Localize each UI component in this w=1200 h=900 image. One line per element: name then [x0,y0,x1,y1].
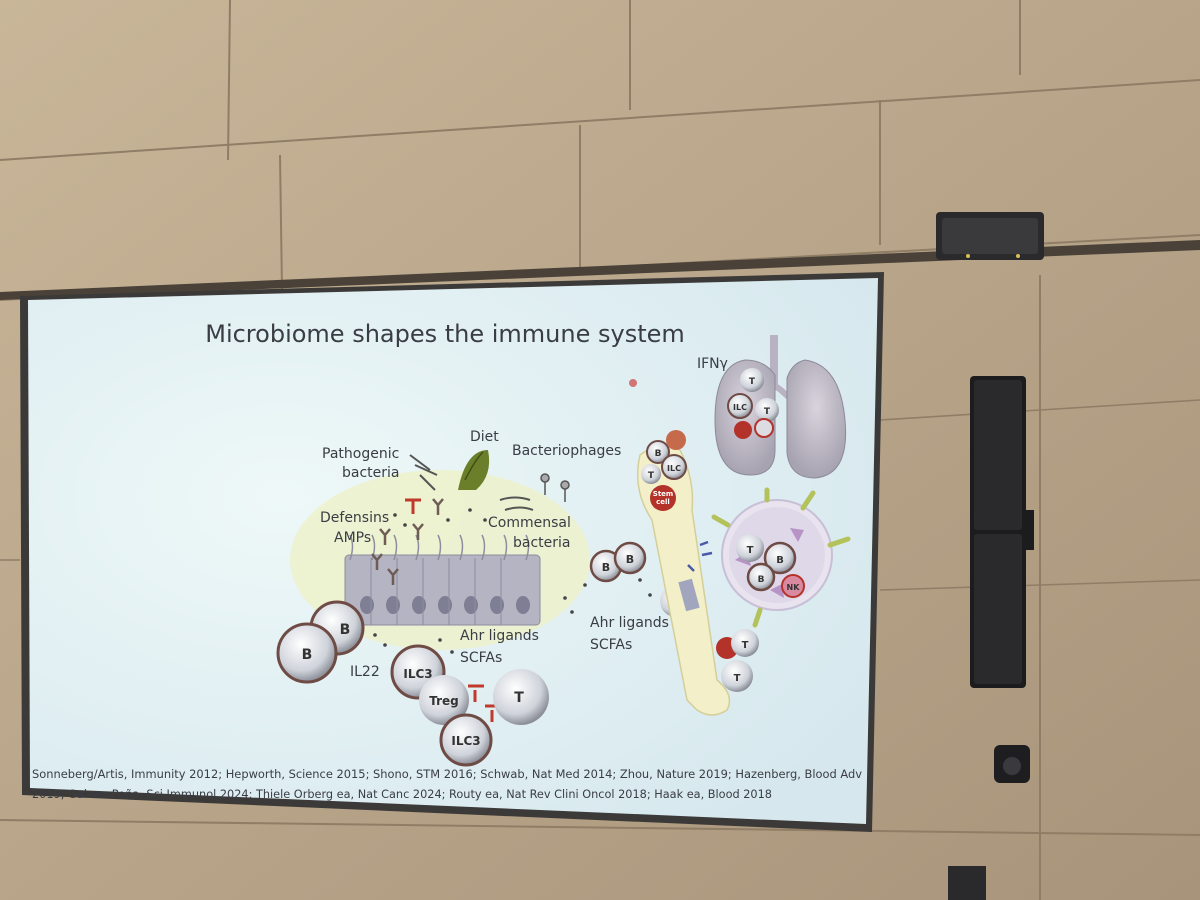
cell-lung-t1: T [740,368,764,392]
label-diet: Diet [470,429,499,445]
citation-line-2: 2019; Galvan-Peña, Sci Immunol 2024; Thi… [32,787,772,801]
label-ahr-right: Ahr ligands [590,615,669,631]
svg-text:T: T [749,377,756,387]
lung-macrophage [754,418,774,438]
label-defensins: Defensins [320,510,389,526]
svg-text:B: B [602,561,610,574]
cell-bone-b: B [646,440,670,464]
bone-red-cell [666,430,686,450]
cell-tumor-t: T [736,534,764,562]
svg-text:T: T [648,471,655,481]
cell-b4: B [613,541,647,575]
cell-bone-t2: T [731,629,759,657]
cell-tumor-b2: B [746,562,776,592]
cell-treg: Treg [419,675,469,725]
cell-ilc3-b: ILC3 [439,713,493,767]
ceiling-camera [994,745,1030,783]
cell-bone-t: T [641,464,661,484]
svg-text:ILC: ILC [733,403,747,412]
label-scfas-left: SCFAs [460,650,502,666]
epithelium-illustration [290,450,652,722]
svg-text:B: B [302,647,313,663]
citation-line-1: Sonneberg/Artis, Immunity 2012; Hepworth… [32,767,862,781]
svg-text:T: T [747,545,754,556]
label-pathogenic-bacteria: bacteria [342,465,400,481]
svg-text:B: B [626,553,634,566]
svg-text:ILC3: ILC3 [403,667,432,681]
label-il22: IL22 [350,664,380,680]
svg-text:B: B [758,575,765,585]
label-bacteriophages: Bacteriophages [512,443,621,459]
cell-t-gut: T [493,669,549,725]
svg-text:T: T [764,407,771,417]
wall-speaker [970,376,1034,688]
cell-tumor-nk: NK [781,574,805,598]
label-ahr-left: Ahr ligands [460,628,539,644]
svg-text:T: T [514,690,524,706]
svg-text:B: B [340,622,351,638]
label-pathogenic: Pathogenic [322,446,399,462]
svg-text:cell: cell [656,498,670,506]
stem-cell-top: Stem cell [650,485,676,511]
cell-bone-ilc: ILC [661,454,687,480]
cell-b2: B [276,622,338,684]
svg-text:T: T [734,673,741,684]
label-amps: AMPs [334,530,371,546]
svg-text:B: B [776,555,784,566]
screen-housing [0,240,1200,300]
svg-text:NK: NK [787,583,801,592]
cell-bone-t3: T [721,660,753,692]
svg-text:B: B [655,449,662,459]
wall-projector [936,212,1044,260]
lung-red-cell [734,421,752,439]
svg-text:T: T [742,640,749,651]
cell-lung-t2: T [755,398,779,422]
label-scfas-right: SCFAs [590,637,632,653]
label-commensal-bacteria: bacteria [513,535,571,551]
cell-tumor-b1: B [763,541,797,575]
cell-lung-ilc: ILC [727,393,753,419]
label-ifng: IFNγ [697,356,728,372]
svg-text:Treg: Treg [429,694,459,708]
label-commensal: Commensal [488,515,571,531]
bone-illustration [637,445,731,716]
svg-text:Stem: Stem [653,490,673,498]
slide-title: Microbiome shapes the immune system [205,320,685,348]
wall-outlet [948,866,986,900]
svg-text:ILC3: ILC3 [451,734,480,748]
svg-text:ILC: ILC [667,464,681,473]
